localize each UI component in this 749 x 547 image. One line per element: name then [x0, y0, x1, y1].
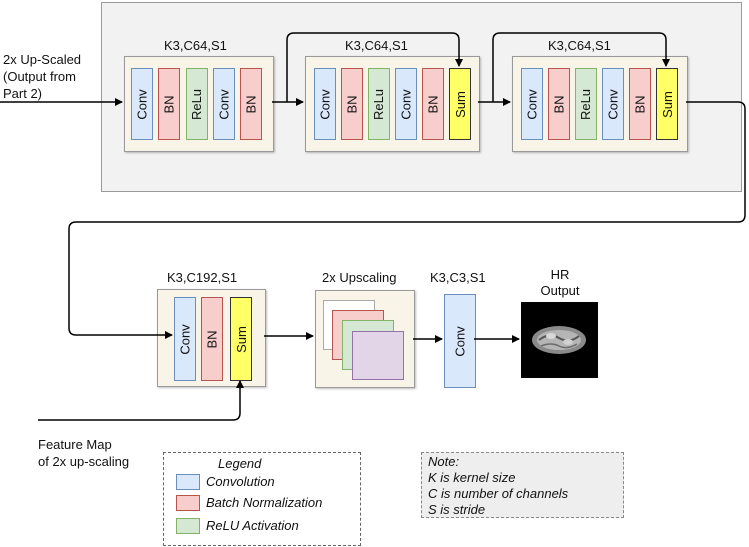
input-label: 2x Up-Scaled (Output from Part 2): [3, 52, 82, 101]
block2-bn1: BN: [341, 68, 363, 140]
final-conv: Conv: [444, 294, 476, 388]
block2-title: K3,C64,S1: [345, 38, 408, 53]
legend-swatch-bn: [176, 495, 200, 511]
legend-title: Legend: [218, 456, 262, 471]
arrow-skip-b2: [286, 32, 463, 102]
block3-bn2: BN: [629, 68, 651, 140]
block2-conv1: Conv: [314, 68, 336, 140]
block1-conv2: Conv: [213, 68, 235, 140]
legend-box: [163, 452, 361, 546]
block2-sum: Sum: [449, 68, 471, 140]
block3-title: K3,C64,S1: [548, 38, 611, 53]
legend-label-relu: ReLU Activation: [206, 518, 299, 533]
block4-bn: BN: [201, 297, 223, 381]
block1-bn2: BN: [240, 68, 262, 140]
hr-output-image: [521, 302, 598, 378]
upscale-title: 2x Upscaling: [322, 270, 397, 285]
block2-relu: ReLu: [368, 68, 390, 140]
feature-map-label: Feature Map of 2x up-scaling: [38, 437, 130, 469]
block1-relu: ReLu: [186, 68, 208, 140]
block1-title: K3,C64,S1: [164, 38, 227, 53]
legend-swatch-relu: [176, 518, 200, 534]
block4-title: K3,C192,S1: [167, 270, 238, 285]
legend-label-conv: Convolution: [206, 474, 275, 489]
arrow-wrap: [68, 101, 746, 339]
arrow-feature-map: [38, 380, 244, 421]
block3-sum: Sum: [656, 68, 678, 140]
block3-bn1: BN: [548, 68, 570, 140]
block3-conv2: Conv: [602, 68, 624, 140]
block1-bn1: BN: [158, 68, 180, 140]
note-box: [421, 452, 624, 518]
block3-relu: ReLu: [575, 68, 597, 140]
legend-label-bn: Batch Normalization: [206, 495, 323, 510]
final-conv-title: K3,C3,S1: [430, 270, 486, 285]
upscale-map-4: [352, 331, 404, 380]
arrow-skip-b3: [492, 32, 670, 102]
block3-conv1: Conv: [521, 68, 543, 140]
block2-conv2: Conv: [395, 68, 417, 140]
block1-conv1: Conv: [131, 68, 153, 140]
legend-swatch-conv: [176, 474, 200, 490]
note-text: Note: K is kernel size C is number of ch…: [428, 454, 569, 517]
block4-conv: Conv: [174, 297, 196, 381]
block2-bn2: BN: [422, 68, 444, 140]
output-title: HR Output: [540, 267, 580, 298]
